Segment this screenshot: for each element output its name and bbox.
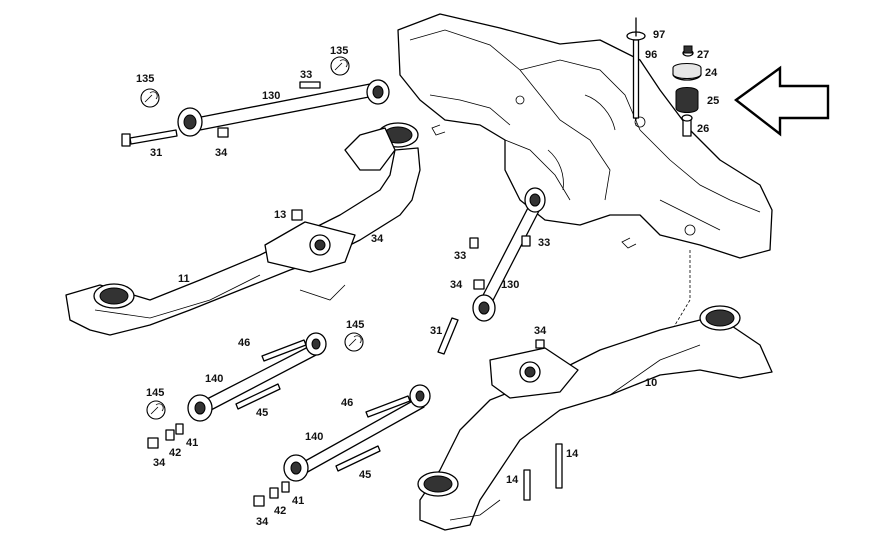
lower-control-arm-140-right (253, 384, 431, 507)
callout-label: 46 (238, 337, 250, 349)
callout-label: 27 (697, 49, 709, 61)
callout-label: 14 (506, 474, 519, 486)
lower-control-arm-140-left (147, 332, 327, 449)
callout-label: 130 (501, 279, 519, 291)
upper-control-arm-130-top (121, 79, 390, 147)
callout-label: 31 (150, 147, 162, 159)
callout-label: 31 (430, 325, 442, 337)
callout-labels: 97 96 27 24 25 26 135 135 33 130 31 34 1… (136, 29, 719, 528)
subframe-member-11 (65, 122, 421, 336)
callout-label: 26 (697, 123, 709, 135)
wrench-symbol-icon (344, 332, 364, 352)
callout-label: 25 (707, 95, 719, 107)
mount-stud-96 (626, 17, 646, 128)
callout-label: 46 (341, 397, 353, 409)
callout-label: 34 (450, 279, 463, 291)
differential-carrier-housing (397, 13, 773, 351)
callout-label: 34 (534, 325, 547, 337)
callout-label: 41 (292, 495, 304, 507)
callout-label: 45 (256, 407, 268, 419)
callout-label: 130 (262, 90, 280, 102)
callout-label: 13 (274, 209, 286, 221)
wrench-symbol-icon (140, 88, 160, 108)
callout-label: 33 (538, 237, 550, 249)
callout-label: 24 (705, 67, 718, 79)
wrench-symbol-icon (146, 400, 166, 420)
callout-label: 34 (371, 233, 384, 245)
callout-label: 14 (566, 448, 579, 460)
callout-label: 41 (186, 437, 198, 449)
rubber-mount-25 (672, 45, 702, 137)
wrench-symbol-icon (330, 56, 350, 76)
pointer-arrow-icon (733, 65, 830, 137)
subframe-member-10 (417, 305, 773, 531)
callout-label: 135 (136, 73, 154, 85)
callout-label: 42 (274, 505, 286, 517)
callout-label: 45 (359, 469, 371, 481)
callout-label: 34 (215, 147, 228, 159)
callout-label: 145 (346, 319, 364, 331)
callout-label: 34 (153, 457, 166, 469)
callout-label: 33 (300, 69, 312, 81)
callout-label: 42 (169, 447, 181, 459)
callout-label: 140 (205, 373, 223, 385)
upper-control-arm-130-middle (437, 187, 546, 355)
callout-label: 135 (330, 45, 348, 57)
callout-label: 11 (178, 273, 190, 285)
callout-label: 140 (305, 431, 323, 443)
callout-label: 10 (645, 377, 657, 389)
callout-label: 97 (653, 29, 665, 41)
callout-label: 33 (454, 250, 466, 262)
callout-label: 145 (146, 387, 164, 399)
callout-label: 96 (645, 49, 657, 61)
callout-label: 34 (256, 516, 269, 528)
